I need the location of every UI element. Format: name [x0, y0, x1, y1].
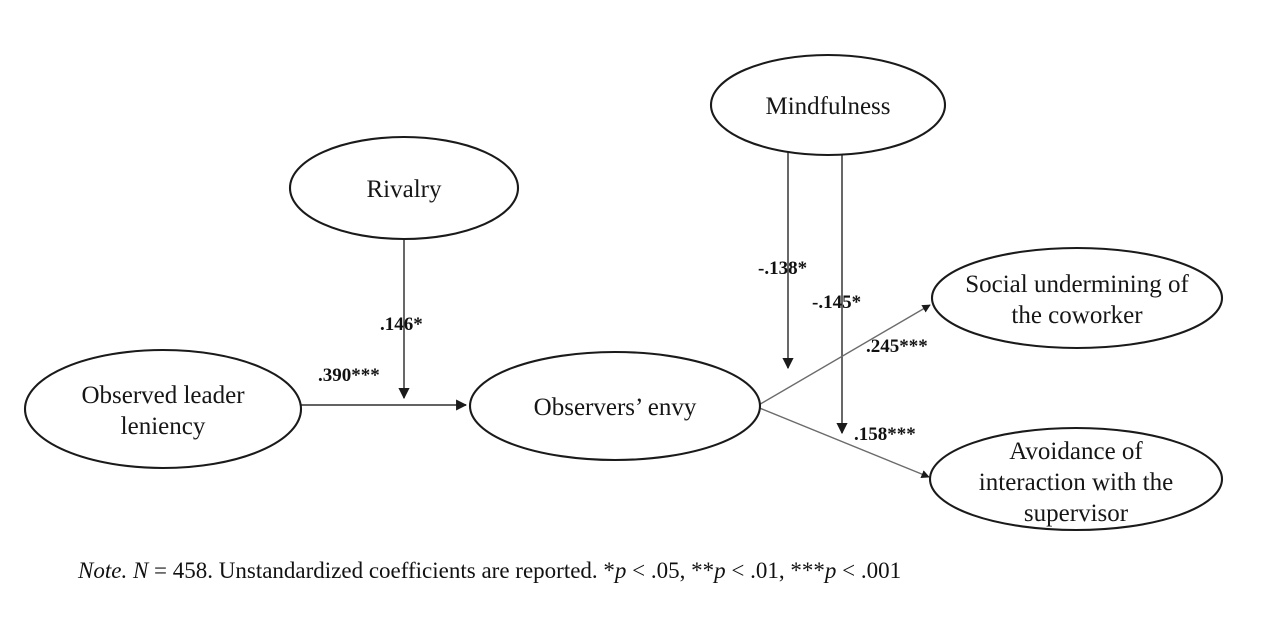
node-ellipse-observed-leader-leniency[interactable]: [23, 348, 303, 470]
node-observed-leader-leniency[interactable]: Observed leader leniency: [23, 348, 303, 470]
note-prefix: Note.: [78, 558, 128, 583]
node-label-avoidance-line1: Avoidance of: [1009, 438, 1143, 465]
note-p-symbol-3: p: [824, 558, 837, 583]
coefficient-label-mindfulness-avoidance: -.145*: [812, 292, 861, 313]
note-p-text-1: < .05, **: [626, 558, 715, 583]
path-envy-to-undermining: [756, 304, 931, 407]
node-label-social-undermining-line2: the coworker: [1011, 302, 1143, 329]
node-avoidance-of-interaction[interactable]: Avoidance of interaction with the superv…: [928, 426, 1224, 532]
coefficient-label-mindfulness-undermining: -.138*: [758, 258, 807, 279]
coefficient-label-envy-to-avoidance: .158***: [854, 424, 916, 445]
note-p-text-3: < .001: [836, 558, 902, 583]
coefficient-label-leniency-to-envy: .390***: [318, 365, 380, 386]
node-mindfulness[interactable]: Mindfulness: [709, 53, 947, 157]
note-p-symbol-2: p: [714, 558, 726, 583]
node-label-mindfulness: Mindfulness: [766, 93, 891, 120]
note-p-text-2: < .01, ***: [725, 558, 825, 583]
note-n-text: = 458. Unstandardized coefficients are r…: [148, 558, 615, 583]
note-n-symbol: N: [132, 558, 149, 583]
node-label-rivalry: Rivalry: [367, 176, 442, 203]
node-label-observers-envy: Observers’ envy: [534, 394, 697, 421]
node-label-social-undermining-line1: Social undermining of: [965, 271, 1189, 298]
coefficient-label-envy-to-undermining: .245***: [866, 336, 928, 357]
node-label-observed-leader-leniency-line2: leniency: [121, 413, 206, 440]
node-label-avoidance-line2: interaction with the: [979, 469, 1173, 496]
node-observers-envy[interactable]: Observers’ envy: [468, 350, 762, 462]
node-rivalry[interactable]: Rivalry: [288, 135, 520, 241]
node-ellipse-observers-envy[interactable]: [468, 350, 762, 462]
node-label-observed-leader-leniency-line1: Observed leader: [81, 382, 245, 409]
path-line-envy-to-undermining: [756, 304, 931, 407]
node-ellipse-avoidance-of-interaction[interactable]: [928, 426, 1224, 532]
figure-note: Note. N = 458. Unstandardized coefficien…: [78, 556, 1198, 586]
node-ellipse-rivalry[interactable]: [288, 135, 520, 241]
node-label-avoidance-line3: supervisor: [1024, 500, 1129, 527]
node-ellipse-social-undermining[interactable]: [930, 246, 1224, 350]
note-p-symbol-1: p: [614, 558, 627, 583]
node-ellipse-mindfulness[interactable]: [709, 53, 947, 157]
coefficient-label-rivalry-moderation: .146*: [380, 314, 423, 335]
path-line-envy-to-avoidance: [756, 406, 930, 479]
path-envy-to-avoidance: [756, 406, 930, 479]
node-social-undermining[interactable]: Social undermining of the coworker: [930, 246, 1224, 350]
